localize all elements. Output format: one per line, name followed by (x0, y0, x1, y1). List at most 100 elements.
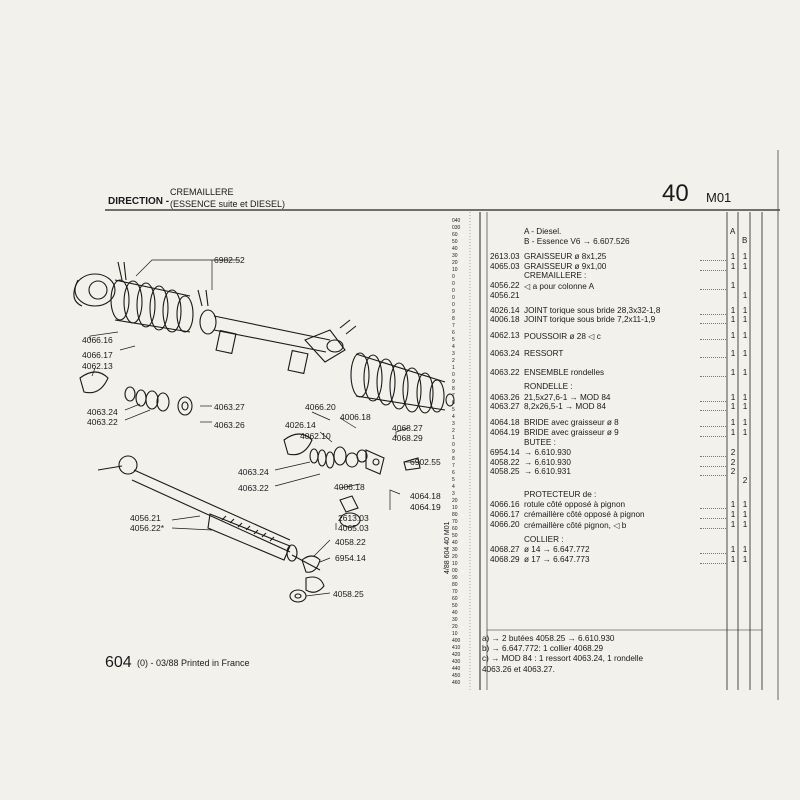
diagram-label: 4068.29 (392, 433, 423, 443)
page-code: M01 (706, 190, 732, 205)
part-description: crémaillère côté pignon, ◁ b (524, 521, 627, 530)
ruler-tick: 4 (452, 414, 455, 420)
part-ref: 4056.22 (490, 281, 520, 290)
qty-b: 1 (742, 402, 748, 411)
col-a-header: A (730, 227, 736, 236)
qty-b: 1 (742, 510, 748, 519)
ruler-tick: 5 (452, 407, 455, 413)
qty-a: 1 (730, 281, 736, 290)
diagram-label: 4066.20 (305, 402, 336, 412)
row-leader (700, 314, 726, 315)
part-ref: 4063.22 (490, 368, 520, 377)
part-description: PROTECTEUR de : (524, 490, 597, 499)
diagram-label: 4064.19 (410, 502, 441, 512)
ruler-tick: 9 (452, 309, 455, 315)
ruler-tick: 440 (452, 666, 461, 672)
ruler-tick: 0 (452, 288, 455, 294)
part-ref: 4066.20 (490, 520, 520, 529)
qty-a: 1 (730, 510, 736, 519)
qty-a: 1 (730, 418, 736, 427)
qty-b: 1 (742, 291, 748, 300)
part-ref: 4063.27 (490, 402, 520, 411)
ruler-tick: 430 (452, 659, 461, 665)
part-description: ø 14 → 6.647.772 (524, 545, 590, 554)
section-subtitle-1: CREMAILLERE (170, 187, 234, 197)
diagram-label: 4066.17 (82, 350, 113, 360)
ruler-tick: 7 (452, 463, 455, 469)
diagram-label: 6982.52 (214, 255, 245, 265)
diagram-label: 4058.25 (333, 589, 364, 599)
ruler-tick: 10 (452, 631, 458, 637)
ruler-tick: 20 (452, 260, 458, 266)
ruler-tick: 7 (452, 393, 455, 399)
ruler-tick: 60 (452, 232, 458, 238)
ruler-tick: 10 (452, 561, 458, 567)
part-description: → 6.610.930 (524, 448, 571, 457)
diagram-label: 4062.10 (300, 431, 331, 441)
part-description: POUSSOIR ø 28 ◁ c (524, 332, 601, 341)
diagram-label: 4064.18 (410, 491, 441, 501)
ruler-tick: 0 (452, 302, 455, 308)
ruler-tick: 60 (452, 526, 458, 532)
ruler-tick: 0 (452, 281, 455, 287)
diagram-label: 6954.14 (335, 553, 366, 563)
part-description: RESSORT (524, 349, 564, 358)
part-ref: 4058.22 (490, 458, 520, 467)
ruler-tick: 70 (452, 589, 458, 595)
ruler-tick: 7 (452, 323, 455, 329)
ruler-tick: 50 (452, 239, 458, 245)
ruler-tick: 90 (452, 575, 458, 581)
diagram-label: 4063.26 (214, 420, 245, 430)
qty-a: 1 (730, 393, 736, 402)
ruler-tick: 20 (452, 498, 458, 504)
row-leader (700, 466, 726, 467)
qty-b: 1 (742, 545, 748, 554)
part-ref: 4068.27 (490, 545, 520, 554)
part-ref: 4058.25 (490, 467, 520, 476)
col-b-header: B (742, 236, 748, 245)
qty-b: 1 (742, 331, 748, 340)
qty-a: 2 (730, 448, 736, 457)
qty-a: 1 (730, 252, 736, 261)
ruler-tick: 0 (452, 372, 455, 378)
qty-a: 1 (730, 402, 736, 411)
footer-model: 604 (105, 654, 132, 671)
diagram-label: 4063.24 (87, 407, 118, 417)
ruler-tick: 460 (452, 680, 461, 686)
qty-b: 1 (742, 500, 748, 509)
qty-a: 2 (730, 458, 736, 467)
ruler-tick: 5 (452, 337, 455, 343)
row-leader (700, 475, 726, 476)
ruler-tick: 400 (452, 638, 461, 644)
qty-a: 1 (730, 428, 736, 437)
part-ref: 4065.03 (490, 262, 520, 271)
part-description: BUTEE : (524, 438, 556, 447)
diagram-label: 4026.14 (285, 420, 316, 430)
ruler-tick: 20 (452, 554, 458, 560)
diagram-label: 4063.22 (87, 417, 118, 427)
ruler-tick: 4 (452, 484, 455, 490)
qty-b: 1 (742, 520, 748, 529)
row-leader (700, 376, 726, 377)
ruler-tick: 5 (452, 477, 455, 483)
qty-a: 1 (730, 331, 736, 340)
ruler-tick: 2 (452, 428, 455, 434)
diagram-label: 4063.22 (238, 483, 269, 493)
part-ref: 4068.29 (490, 555, 520, 564)
part-description: → 6.610.931 (524, 467, 571, 476)
ruler-tick: 450 (452, 673, 461, 679)
ruler-tick: 00 (452, 568, 458, 574)
diagram-label: 4006.18 (334, 482, 365, 492)
part-description: ENSEMBLE rondelles (524, 368, 605, 377)
ruler-tick: 30 (452, 547, 458, 553)
row-leader (700, 563, 726, 564)
diagram-label: 4006.18 (340, 412, 371, 422)
part-description: → 6.610.930 (524, 458, 571, 467)
row-leader (700, 401, 726, 402)
ruler-tick: 4 (452, 344, 455, 350)
row-leader (700, 553, 726, 554)
part-ref: 4026.14 (490, 306, 520, 315)
note-line: 4063.26 et 4063.27. (482, 665, 555, 674)
qty-b: 1 (742, 555, 748, 564)
part-description: RONDELLE : (524, 382, 573, 391)
